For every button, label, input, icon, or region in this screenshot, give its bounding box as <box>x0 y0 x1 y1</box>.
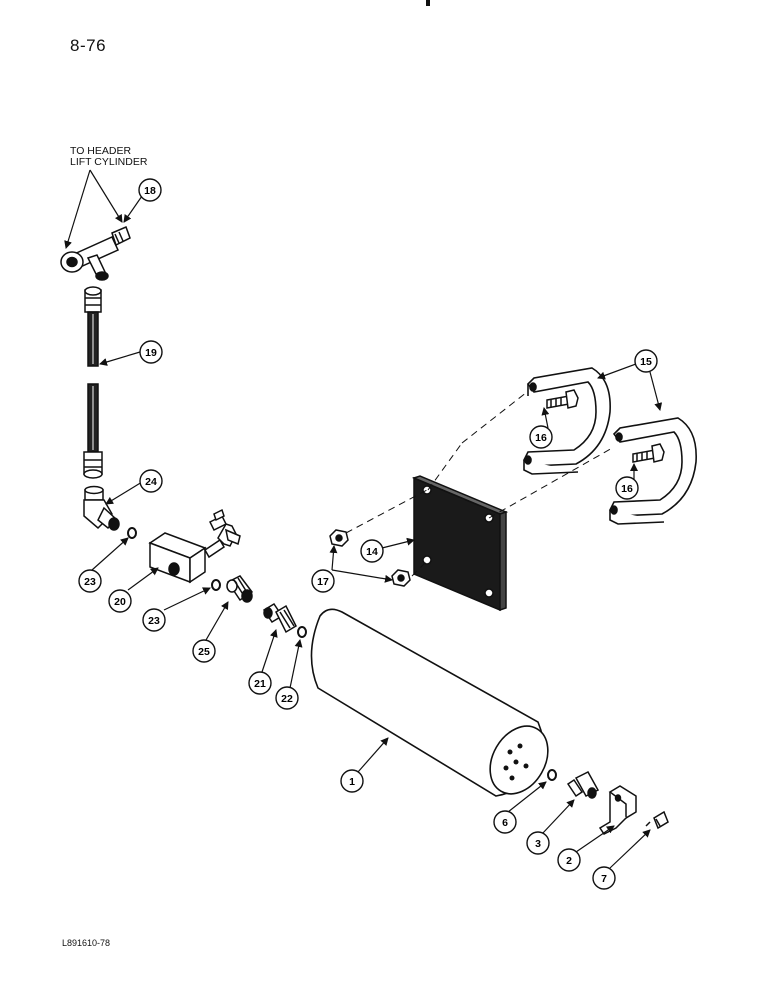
leader-lines <box>64 169 663 869</box>
callout-1: 1 <box>340 769 364 793</box>
callout-label: 22 <box>281 693 293 705</box>
strap-bolt-lower <box>632 443 665 463</box>
hydraulic-hose <box>83 286 103 479</box>
adapter-fitting <box>226 575 254 603</box>
plug-fitting <box>566 771 600 799</box>
self-tapping-screw <box>645 810 669 830</box>
page-number: 8-76 <box>70 36 107 55</box>
callout-17: 17 <box>311 569 335 593</box>
callout-label: 23 <box>84 576 96 588</box>
callout-20: 20 <box>108 589 132 613</box>
washer-6 <box>547 769 557 781</box>
callout-label: 18 <box>144 185 156 197</box>
callout-label: 7 <box>601 873 607 885</box>
assembly-dashed-lines <box>345 391 615 577</box>
callout-label: 15 <box>640 356 652 368</box>
connector-fitting <box>262 602 297 634</box>
callout-19: 19 <box>139 340 163 364</box>
callout-label: 20 <box>114 596 126 608</box>
header-lift-cylinder-note: TO HEADER LIFT CYLINDER <box>70 146 147 168</box>
strap-bolt-upper <box>546 389 579 409</box>
callout-label: 16 <box>535 432 547 444</box>
mounting-strap-lower <box>609 417 697 525</box>
elbow-fitting <box>83 485 120 531</box>
page-top-mark <box>426 0 430 6</box>
callout-label: 23 <box>148 615 160 627</box>
o-ring-upper <box>127 527 137 539</box>
figure-code: L891610-78 <box>62 938 111 948</box>
o-ring-lower <box>211 579 221 591</box>
note-line-2: LIFT CYLINDER <box>70 156 148 168</box>
callout-label: 25 <box>198 646 210 658</box>
callout-label: 17 <box>317 576 329 588</box>
callout-label: 6 <box>502 817 508 829</box>
callout-14: 14 <box>360 539 384 563</box>
callout-7: 7 <box>592 866 616 890</box>
callout-label: 24 <box>145 476 157 488</box>
hex-nut-upper <box>329 529 349 547</box>
callout-18: 18 <box>138 178 162 202</box>
callout-16a: 16 <box>529 425 553 449</box>
callout-25: 25 <box>192 639 216 663</box>
callout-label: 19 <box>145 347 157 359</box>
callout-21: 21 <box>248 671 272 695</box>
accumulator-tank <box>310 608 549 797</box>
callout-23: 23 <box>78 569 102 593</box>
note-line-1: TO HEADER <box>70 145 132 157</box>
callout-6: 6 <box>493 810 517 834</box>
callout-label: 1 <box>349 776 355 788</box>
tee-fitting <box>60 225 131 281</box>
mounting-strap-upper <box>523 367 611 475</box>
o-ring-22 <box>297 626 307 638</box>
mounting-plate <box>411 475 509 612</box>
callout-2: 2 <box>557 848 581 872</box>
hex-nut-lower <box>391 569 411 587</box>
callout-24: 24 <box>139 469 163 493</box>
callout-16b: 16 <box>615 476 639 500</box>
callout-3: 3 <box>526 831 550 855</box>
callout-label: 21 <box>254 678 266 690</box>
shutoff-valve <box>148 508 241 584</box>
angle-bracket <box>598 785 637 835</box>
callout-label: 2 <box>566 855 572 867</box>
callout-label: 14 <box>366 546 378 558</box>
callout-22: 22 <box>275 686 299 710</box>
callout-23b: 23 <box>142 608 166 632</box>
callout-label: 16 <box>621 483 633 495</box>
callout-label: 3 <box>535 838 541 850</box>
callout-15: 15 <box>634 349 658 373</box>
